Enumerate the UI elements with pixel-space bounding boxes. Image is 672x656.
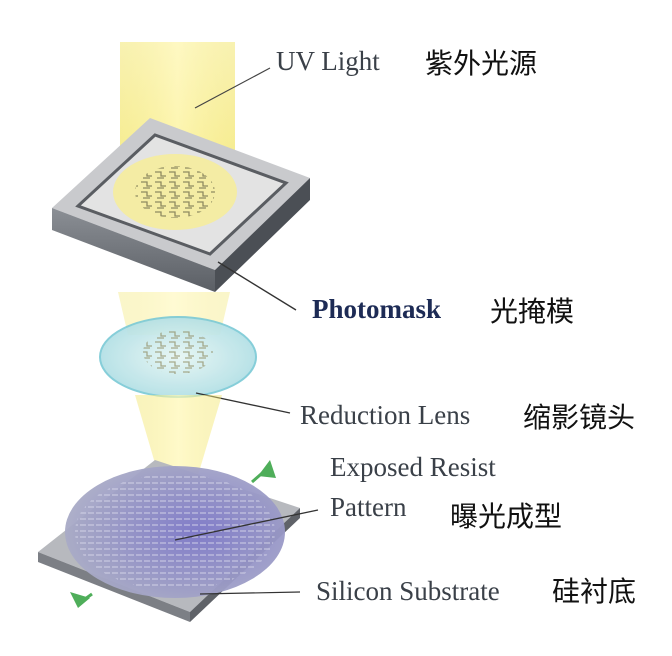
stage-motion-arrows <box>70 460 276 608</box>
reduction-lens <box>99 316 291 414</box>
reduction-lens-label: Reduction Lens <box>300 400 471 430</box>
photomask-plate <box>52 118 310 311</box>
uv-light-label: UV Light <box>276 46 380 76</box>
uv-light-cn-label: 紫外光源 <box>425 47 538 80</box>
exposed-resist-label: Exposed Resist <box>330 452 496 482</box>
silicon-substrate-cn-label: 硅衬底 <box>552 575 637 608</box>
photomask-cn-label: 光掩模 <box>490 295 575 328</box>
reduction-lens-cn-label: 缩影镜头 <box>523 401 636 434</box>
exposed-resist-cn-label: 曝光成型 <box>450 500 563 533</box>
silicon-substrate <box>38 460 319 622</box>
photomask-label: Photomask <box>312 294 442 324</box>
pattern-label: Pattern <box>330 492 407 522</box>
silicon-substrate-label: Silicon Substrate <box>316 576 500 606</box>
